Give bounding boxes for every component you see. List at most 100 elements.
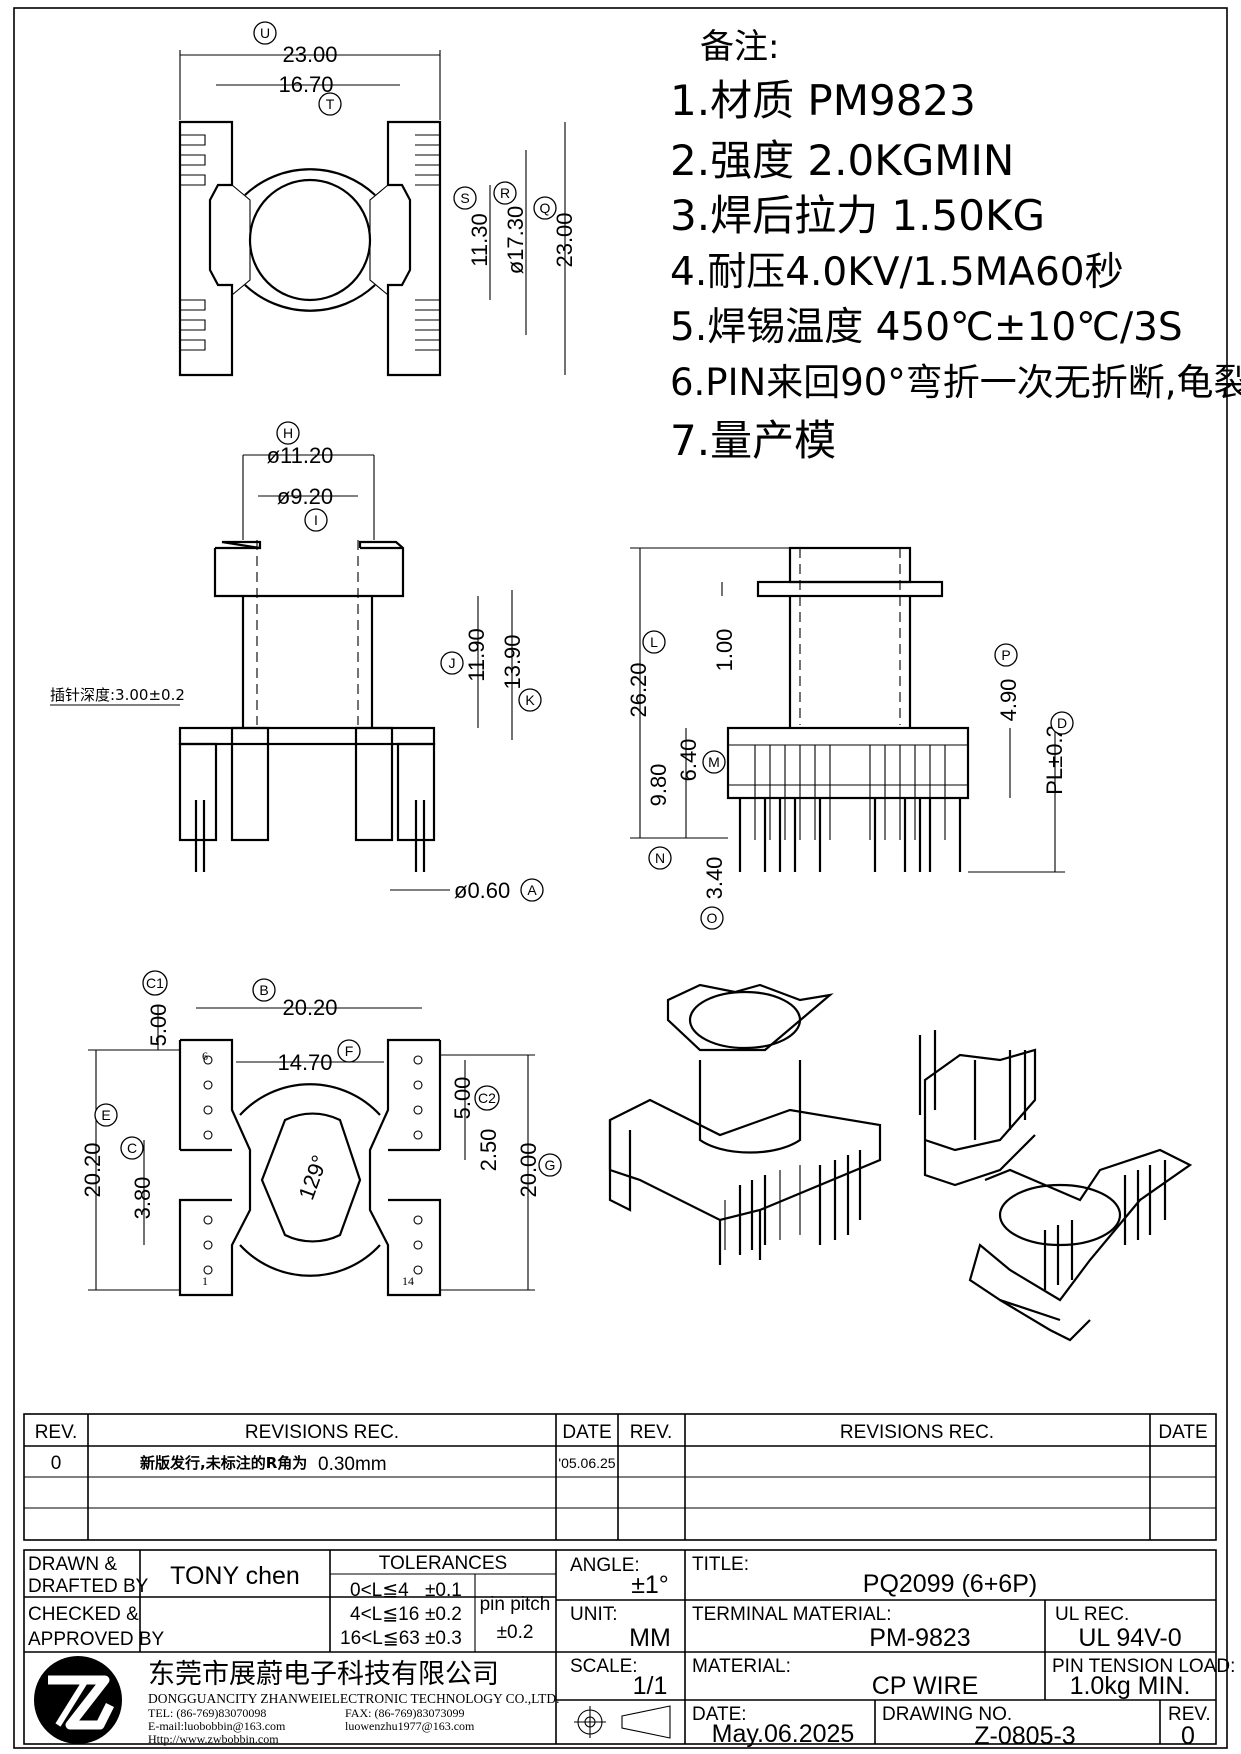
isometric-view-left	[608, 983, 882, 1265]
svg-text:L: L	[650, 634, 658, 650]
terminal-material-value: PM-9823	[869, 1624, 970, 1652]
bubble-k: K	[518, 688, 542, 712]
dim-top: 1.00	[712, 629, 737, 672]
bubble-b: B	[252, 978, 276, 1002]
rev-header-1: REV.	[35, 1422, 78, 1443]
drawing-no-label: DRAWING NO.	[882, 1704, 1012, 1725]
checked-label: CHECKED &	[28, 1604, 139, 1625]
revisions-header-1: REVISIONS REC.	[245, 1422, 399, 1443]
svg-text:I: I	[314, 512, 318, 528]
rev-label: REV.	[1168, 1704, 1211, 1725]
tol-row-2-value: ±0.2	[425, 1604, 462, 1625]
projection-symbol-icon	[574, 1705, 671, 1739]
svg-text:G: G	[545, 1157, 556, 1173]
company-fax: FAX: (86-769)83073099	[345, 1706, 464, 1720]
notes-heading: 备注:	[700, 27, 779, 67]
dim-d: PL±0.2	[1042, 725, 1067, 795]
title-value: PQ2099 (6+6P)	[863, 1570, 1037, 1598]
top-view: 23.00 16.70 11.30 ø17.30 23.00 U T S R Q	[178, 21, 577, 377]
dim-c2a: 5.00	[450, 1077, 475, 1120]
dim-o: 3.40	[702, 857, 727, 900]
bubble-c: C	[120, 1136, 144, 1160]
svg-text:B: B	[259, 982, 268, 998]
note-7: 7.量产模	[670, 416, 836, 465]
revisions-header-2: REVISIONS REC.	[840, 1422, 994, 1443]
dim-s: 11.30	[467, 213, 492, 266]
approved-label: APPROVED BY	[28, 1629, 165, 1650]
dim-c1: 5.00	[146, 1004, 171, 1047]
svg-text:T: T	[326, 96, 335, 112]
svg-text:R: R	[500, 185, 510, 201]
bubble-j: J	[440, 651, 464, 675]
bubble-e: E	[94, 1103, 118, 1127]
svg-text:U: U	[260, 25, 270, 41]
pin-tension-label: PIN TENSION LOAD:	[1052, 1656, 1235, 1677]
dim-i: ø9.20	[277, 484, 333, 509]
pin-pitch-label: pin pitch	[480, 1594, 551, 1615]
title-label: TITLE:	[692, 1554, 749, 1575]
rev-value: 0	[1181, 1722, 1195, 1750]
company-name-cn: 东莞市展蔚电子科技有限公司	[148, 1659, 499, 1690]
ul-label: UL REC.	[1055, 1604, 1129, 1625]
svg-text:C2: C2	[478, 1090, 496, 1106]
angle-label: 129°	[293, 1152, 332, 1203]
svg-text:S: S	[460, 190, 469, 206]
dim-t: 16.70	[278, 72, 333, 97]
bubble-m: M	[702, 750, 726, 774]
title-block: DRAWN & DRAFTED BY TONY chen CHECKED & A…	[23, 1549, 1235, 1750]
tolerances-label: TOLERANCES	[379, 1553, 507, 1574]
bubble-i: I	[304, 508, 328, 532]
note-4: 4.耐压4.0KV/1.5MA60秒	[670, 250, 1124, 295]
dim-r: ø17.30	[503, 206, 528, 275]
company-website: Http://www.zwbobbin.com	[148, 1732, 279, 1746]
svg-text:J: J	[449, 655, 456, 671]
svg-text:E: E	[101, 1107, 110, 1123]
date-label: DATE:	[692, 1704, 747, 1725]
bubble-a: A	[520, 878, 544, 902]
rev-header-2: REV.	[630, 1422, 673, 1443]
dim-b: 20.20	[282, 995, 337, 1020]
svg-text:F: F	[345, 1043, 354, 1059]
tol-row-1-range: 0<L≦4	[350, 1580, 409, 1601]
dim-n: 9.80	[646, 764, 671, 807]
bubble-q: Q	[533, 196, 557, 220]
dim-e: 20.20	[80, 1142, 105, 1197]
bubble-d: D	[1050, 711, 1074, 735]
svg-text:C1: C1	[146, 975, 164, 991]
dim-p: 4.90	[996, 679, 1021, 722]
rev-row-0-value: 0.30mm	[318, 1454, 387, 1475]
dim-h: ø11.20	[267, 443, 334, 468]
angle-label: ANGLE:	[570, 1555, 640, 1576]
note-2: 2.强度 2.0KGMIN	[670, 136, 1014, 185]
drawn-label: DRAWN &	[28, 1554, 117, 1575]
bubble-h: H	[276, 421, 300, 445]
scale-value: 1/1	[633, 1672, 668, 1700]
svg-text:C: C	[127, 1140, 137, 1156]
pin-pitch-value: ±0.2	[497, 1622, 534, 1643]
rev-row-0-date: '05.06.25	[558, 1455, 615, 1471]
svg-text:H: H	[283, 425, 293, 441]
drafted-label: DRAFTED BY	[28, 1576, 149, 1597]
bubble-s: S	[453, 186, 477, 210]
drawing-no-value: Z-0805-3	[974, 1722, 1075, 1750]
dim-u: 23.00	[282, 42, 337, 67]
dim-a: ø0.60	[454, 878, 510, 903]
bubble-f: F	[337, 1039, 361, 1063]
date-header-2: DATE	[1158, 1422, 1207, 1443]
pin-tension-value: 1.0kg MIN.	[1070, 1672, 1191, 1700]
bubble-u: U	[253, 21, 277, 45]
pin-number-1: 1	[202, 1274, 208, 1288]
ul-value: UL 94V-0	[1078, 1624, 1181, 1652]
notes-block: 备注: 1.材质 PM9823 2.强度 2.0KGMIN 3.焊后拉力 1.5…	[670, 27, 1241, 465]
dim-l: 26.20	[626, 662, 651, 717]
drawn-by-value: TONY chen	[170, 1562, 300, 1590]
unit-value: MM	[629, 1624, 671, 1652]
tol-row-2-range: 4<L≦16	[350, 1604, 419, 1625]
company-email-1: E-mail:luobobbin@163.com	[148, 1719, 286, 1733]
svg-text:K: K	[525, 692, 535, 708]
company-logo-icon	[34, 1656, 122, 1744]
bubble-c2: C2	[474, 1085, 500, 1111]
scale-label: SCALE:	[570, 1656, 638, 1677]
tol-row-3-value: ±0.3	[425, 1628, 462, 1649]
